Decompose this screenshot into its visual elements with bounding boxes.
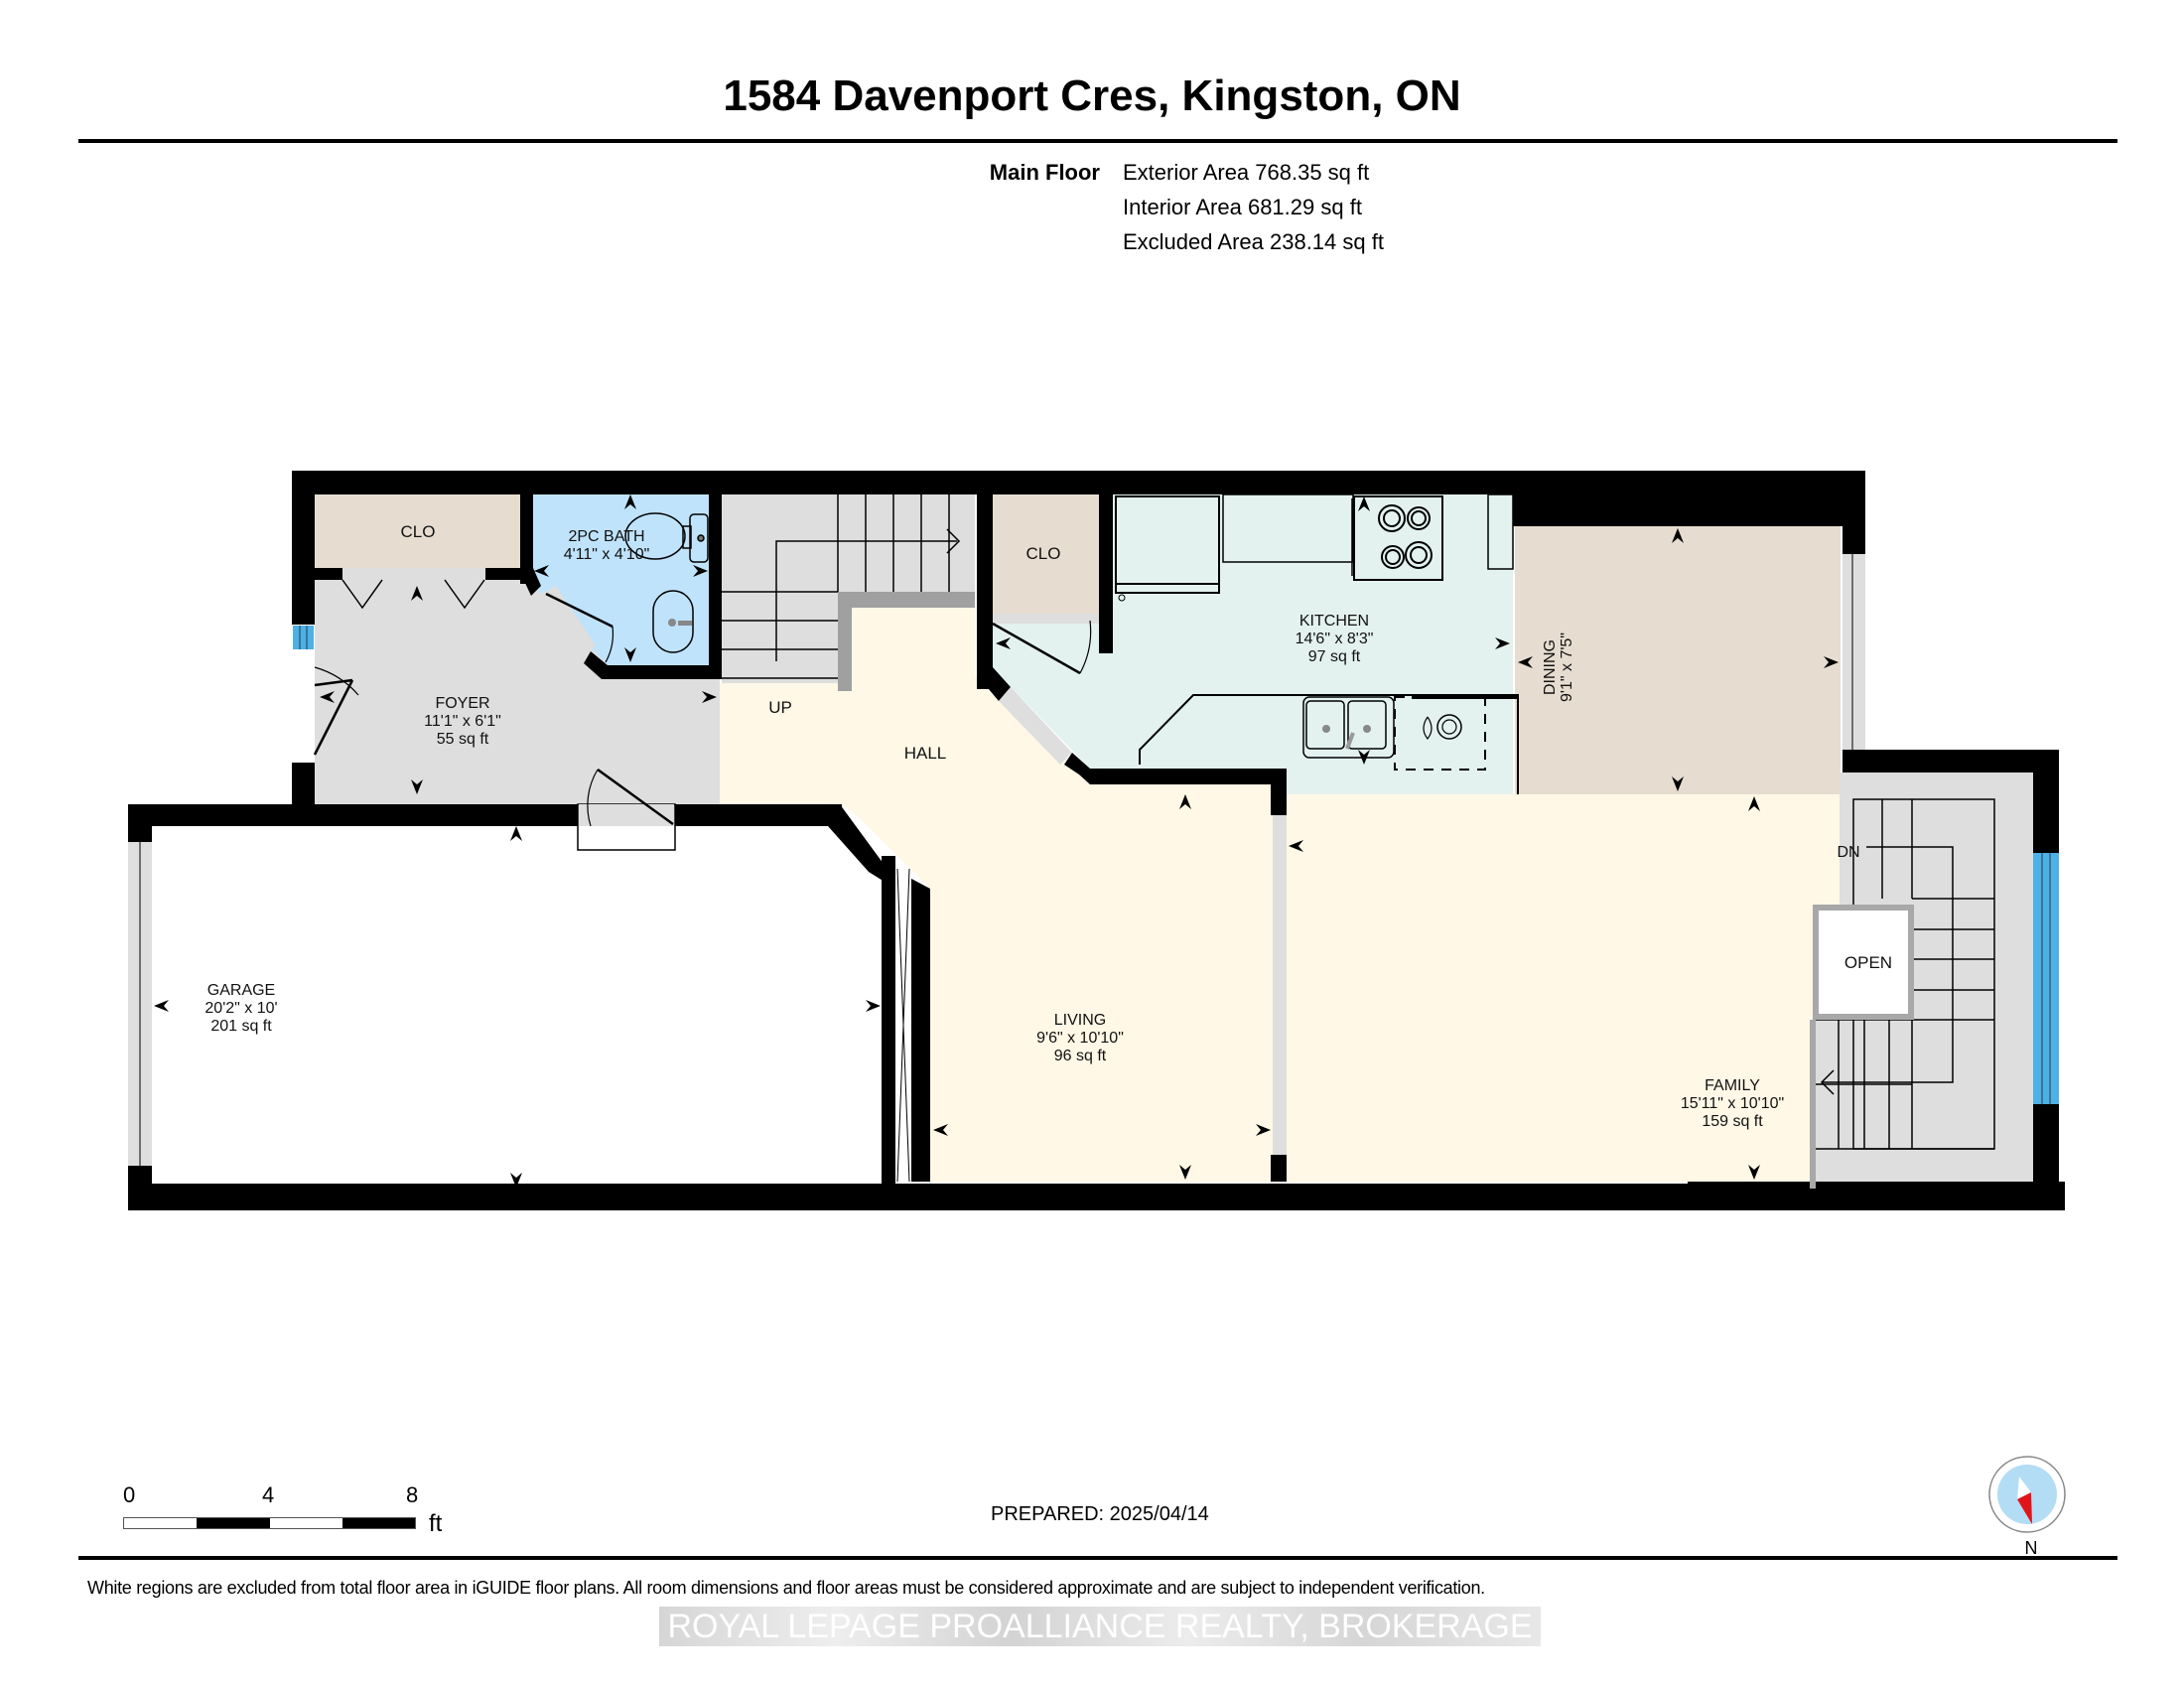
fridge-icon <box>1115 495 1220 602</box>
dining-floor <box>1515 526 1841 794</box>
garage-floor <box>152 826 884 1189</box>
page-title: 1584 Davenport Cres, Kingston, ON <box>723 71 1461 120</box>
family-label: FAMILY <box>1705 1077 1760 1094</box>
stairs-down-floor <box>1815 773 2033 1190</box>
foyer-area: 55 sq ft <box>437 731 489 748</box>
family-area: 159 sq ft <box>1702 1113 1763 1130</box>
bath-label: 2PC BATH <box>568 528 644 545</box>
scale-tick-4: 4 <box>262 1482 275 1507</box>
scale-unit: ft <box>429 1510 443 1537</box>
window-foyer <box>293 626 314 649</box>
prepared-date: PREPARED: 2025/04/14 <box>991 1503 1209 1525</box>
dining-label: DINING <box>1542 639 1559 695</box>
closet-foyer-label: CLO <box>401 522 436 541</box>
hall-upper-floor <box>852 608 975 687</box>
excluded-area: Excluded Area 238.14 sq ft <box>1123 229 1384 254</box>
dining-dims: 9'1" x 7'5" <box>1559 633 1575 702</box>
kitchen-floor <box>993 494 1513 794</box>
footer-divider <box>78 1556 2117 1560</box>
garage-label: GARAGE <box>207 982 275 999</box>
scale-bar-graphic <box>123 1517 416 1529</box>
kitchen-area: 97 sq ft <box>1308 648 1361 665</box>
hall-living-family-floor <box>720 608 1858 1189</box>
living-label: LIVING <box>1054 1012 1106 1029</box>
compass-north-label: N <box>2025 1538 2038 1558</box>
stove-icon <box>1353 495 1443 581</box>
dishwasher-icon <box>1394 696 1486 771</box>
living-family-opening <box>1273 815 1287 1155</box>
scale-bar: 0 4 8 ft <box>123 1482 443 1542</box>
interior-area: Interior Area 681.29 sq ft <box>1123 195 1362 219</box>
toilet-icon <box>624 512 709 563</box>
bath-dims: 4'11" x 4'10" <box>564 546 650 563</box>
garage-area: 201 sq ft <box>210 1018 272 1035</box>
kitchen-closet-floor <box>990 494 1099 614</box>
hall-label: HALL <box>904 744 947 763</box>
floor-label: Main Floor <box>989 160 1100 185</box>
dining-slider <box>1843 554 1865 750</box>
disclaimer-text: White regions are excluded from total fl… <box>87 1578 1485 1598</box>
scale-tick-8: 8 <box>406 1482 419 1507</box>
foyer-closet-floor <box>316 494 520 568</box>
closet-kitchen-label: CLO <box>1026 544 1061 563</box>
scale-tick-0: 0 <box>123 1482 136 1507</box>
open-label: OPEN <box>1844 953 1892 972</box>
foyer-dims: 11'1" x 6'1" <box>424 713 501 730</box>
stairs-down-label: DN <box>1837 844 1859 861</box>
foyer-label: FOYER <box>435 695 489 712</box>
kitchen-dims: 14'6" x 8'3" <box>1296 631 1374 647</box>
living-area: 96 sq ft <box>1054 1048 1107 1064</box>
stairs-up-label: UP <box>768 698 792 717</box>
exterior-area: Exterior Area 768.35 sq ft <box>1123 160 1370 185</box>
window-stairs <box>2033 853 2059 1104</box>
header-divider <box>78 139 2117 143</box>
garage-dims: 20'2" x 10' <box>205 1000 277 1017</box>
living-dims: 9'6" x 10'10" <box>1036 1030 1124 1047</box>
kitchen-label: KITCHEN <box>1299 613 1369 630</box>
brokerage-watermark: ROYAL LEPAGE PROALLIANCE REALTY, BROKERA… <box>659 1607 1541 1646</box>
compass-icon: N <box>1988 1456 2066 1558</box>
family-dims: 15'11" x 10'10" <box>1681 1095 1784 1112</box>
bath-sink-icon <box>652 590 694 653</box>
